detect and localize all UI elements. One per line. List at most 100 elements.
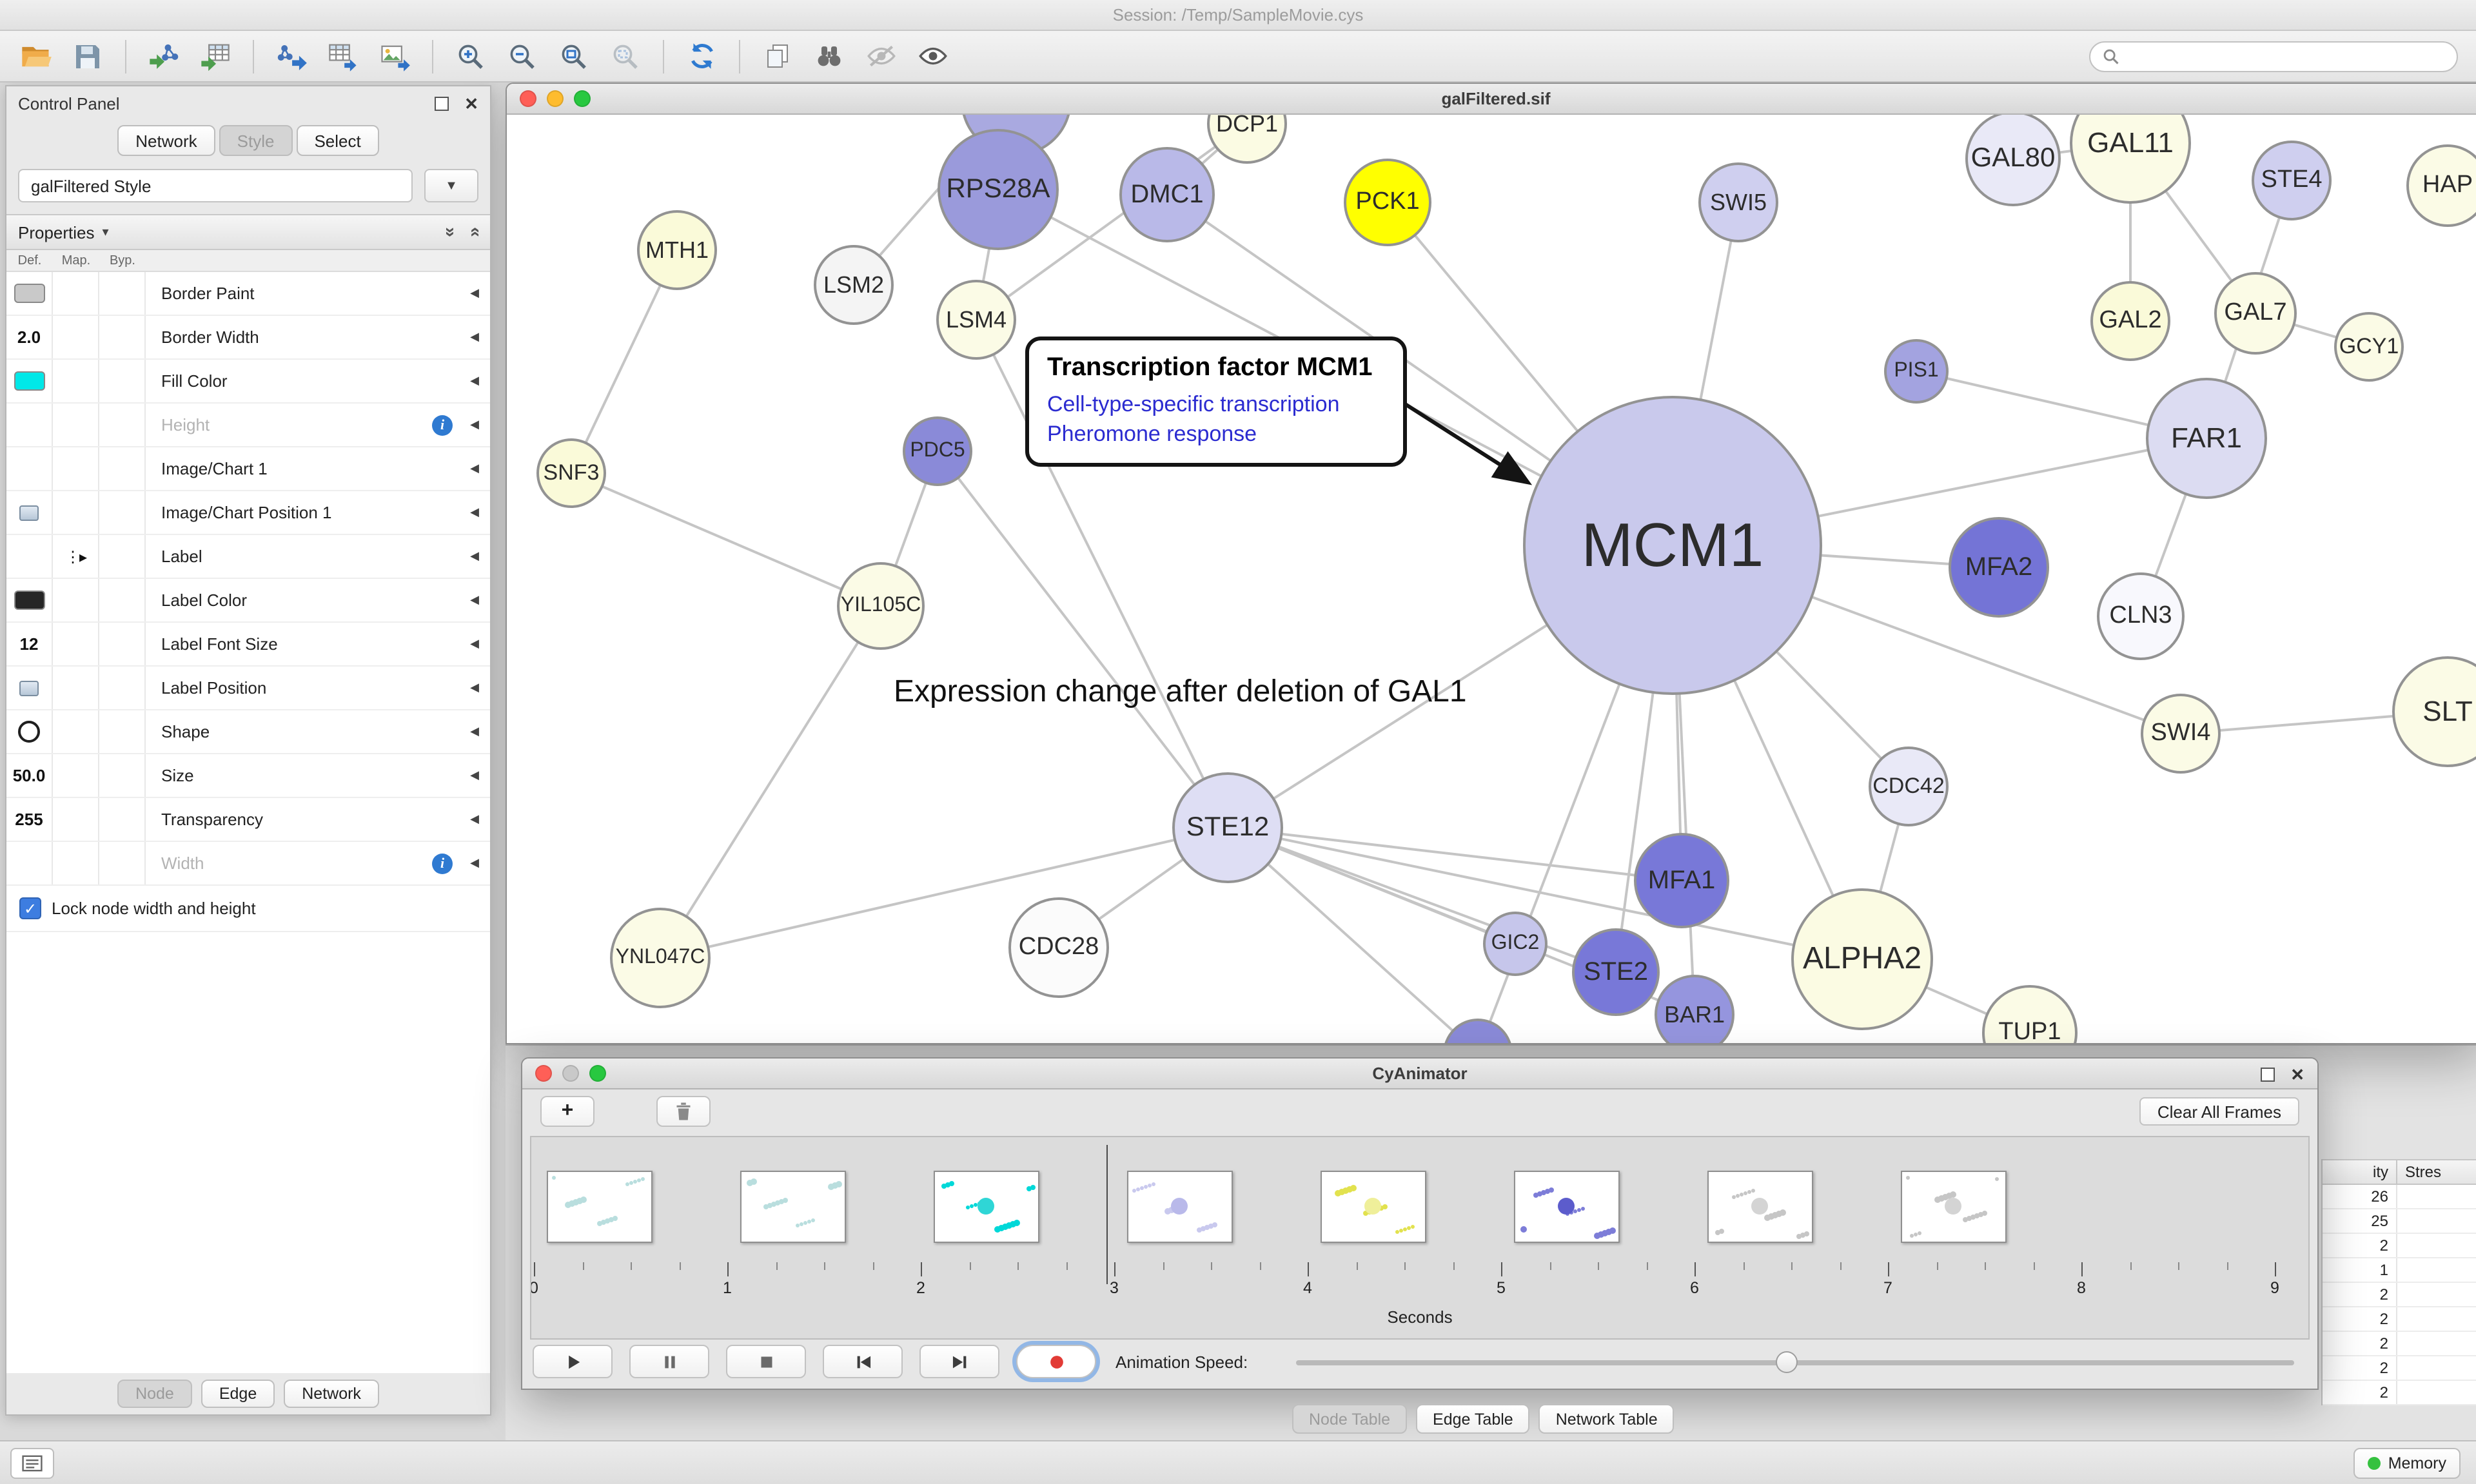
style-options-button[interactable]: ▼ <box>424 169 478 202</box>
property-map-cell[interactable] <box>53 579 99 621</box>
property-byp-cell[interactable] <box>99 623 146 665</box>
edge-ste12-ynl047c[interactable] <box>660 826 1228 959</box>
property-def-cell[interactable] <box>6 491 53 534</box>
hide-selected-button[interactable] <box>858 35 904 77</box>
property-def-cell[interactable] <box>6 272 53 315</box>
property-map-cell[interactable] <box>53 842 99 884</box>
frame-thumbnail-5[interactable] <box>1514 1171 1620 1243</box>
property-def-cell[interactable] <box>6 667 53 709</box>
zoom-selected-button[interactable] <box>602 35 649 77</box>
animation-speed-slider[interactable] <box>1296 1351 2294 1373</box>
property-byp-cell[interactable] <box>99 667 146 709</box>
node-swi4[interactable]: SWI4 <box>2141 694 2221 774</box>
node-pis1[interactable]: PIS1 <box>1884 339 1949 404</box>
search-input[interactable] <box>2128 48 2445 66</box>
clear-all-frames-button[interactable]: Clear All Frames <box>2139 1097 2299 1126</box>
panel-tab-network[interactable]: Network <box>284 1380 379 1408</box>
table-row[interactable]: 2 <box>2323 1307 2476 1332</box>
property-row-image-chart-position-1[interactable]: Image/Chart Position 1◀ <box>6 491 490 535</box>
expand-all-icon[interactable]: » <box>463 227 484 237</box>
zoom-window-icon[interactable] <box>589 1065 606 1082</box>
node-mcm1[interactable]: MCM1 <box>1523 396 1822 695</box>
property-def-cell[interactable]: 12 <box>6 623 53 665</box>
expand-row-icon[interactable]: ◀ <box>470 330 479 343</box>
tab-node-table[interactable]: Node Table <box>1292 1404 1408 1434</box>
table-row[interactable]: 2 <box>2323 1356 2476 1381</box>
play-button[interactable] <box>533 1345 613 1378</box>
property-map-cell[interactable] <box>53 447 99 490</box>
annotation-link-2[interactable]: Pheromone response <box>1047 422 1257 446</box>
edge-cut1-ste12[interactable] <box>1226 826 1478 1043</box>
search-field[interactable] <box>2089 41 2458 72</box>
frame-thumbnail-1[interactable] <box>740 1171 846 1243</box>
property-def-cell[interactable] <box>6 710 53 753</box>
table-row[interactable]: 1 <box>2323 1258 2476 1283</box>
show-panel-button[interactable] <box>10 1448 54 1479</box>
pause-button[interactable] <box>629 1345 709 1378</box>
minimize-window-icon[interactable] <box>562 1065 579 1082</box>
expand-row-icon[interactable]: ◀ <box>470 418 479 431</box>
tab-network-table[interactable]: Network Table <box>1538 1404 1675 1434</box>
node-pck1[interactable]: PCK1 <box>1344 159 1431 246</box>
minimize-window-icon[interactable] <box>547 90 564 107</box>
playhead[interactable] <box>1106 1145 1108 1284</box>
node-gcy1[interactable]: GCY1 <box>2334 312 2404 382</box>
tab-style[interactable]: Style <box>219 125 293 156</box>
property-map-cell[interactable] <box>53 491 99 534</box>
property-byp-cell[interactable] <box>99 535 146 578</box>
property-map-cell[interactable] <box>53 272 99 315</box>
style-selector[interactable]: galFiltered Style <box>18 169 413 202</box>
expand-row-icon[interactable]: ◀ <box>470 812 479 825</box>
property-def-cell[interactable] <box>6 579 53 621</box>
zoom-out-button[interactable] <box>499 35 545 77</box>
import-network-button[interactable] <box>141 35 187 77</box>
edge-pdc5-ste12[interactable] <box>936 450 1229 829</box>
node-mfa2[interactable]: MFA2 <box>1949 517 2049 618</box>
zoom-window-icon[interactable] <box>574 90 591 107</box>
property-def-cell[interactable] <box>6 842 53 884</box>
memory-button[interactable]: Memory <box>2353 1448 2461 1479</box>
property-row-shape[interactable]: Shape◀ <box>6 710 490 754</box>
expand-row-icon[interactable]: ◀ <box>470 768 479 781</box>
frame-thumbnail-3[interactable] <box>1127 1171 1233 1243</box>
property-def-cell[interactable]: 2.0 <box>6 316 53 358</box>
tab-edge-table[interactable]: Edge Table <box>1416 1404 1530 1434</box>
record-button[interactable] <box>1016 1345 1096 1378</box>
duplicate-network-button[interactable] <box>754 35 801 77</box>
add-frame-button[interactable]: + <box>540 1096 594 1127</box>
node-gal7[interactable]: GAL7 <box>2214 272 2297 355</box>
network-caption[interactable]: Expression change after deletion of GAL1 <box>894 674 1467 709</box>
column-header[interactable]: Stres <box>2405 1163 2442 1181</box>
property-row-border-paint[interactable]: Border Paint◀ <box>6 272 490 316</box>
frame-thumbnail-2[interactable] <box>934 1171 1039 1243</box>
node-lsm2[interactable]: LSM2 <box>814 245 894 325</box>
annotation-link-1[interactable]: Cell-type-specific transcription <box>1047 392 1340 416</box>
property-byp-cell[interactable] <box>99 491 146 534</box>
expand-row-icon[interactable]: ◀ <box>470 681 479 694</box>
panel-tab-edge[interactable]: Edge <box>201 1380 275 1408</box>
edge-snf3-yil105c[interactable] <box>571 472 881 607</box>
stop-button[interactable] <box>726 1345 806 1378</box>
first-neighbors-button[interactable] <box>806 35 852 77</box>
property-map-cell[interactable]: ⋮▸ <box>53 535 99 578</box>
edge-lsm4-ste12[interactable] <box>975 319 1229 828</box>
property-def-cell[interactable] <box>6 404 53 446</box>
node-ste2[interactable]: STE2 <box>1572 928 1660 1016</box>
property-byp-cell[interactable] <box>99 447 146 490</box>
tab-select[interactable]: Select <box>296 125 379 156</box>
node-cdc42[interactable]: CDC42 <box>1869 747 1949 826</box>
property-byp-cell[interactable] <box>99 798 146 841</box>
edge-dcp1-lsm4[interactable] <box>975 122 1248 321</box>
edge-ste12-ste2[interactable] <box>1227 826 1616 973</box>
node-hap[interactable]: HAP <box>2406 144 2476 227</box>
property-byp-cell[interactable] <box>99 710 146 753</box>
edge-ste12-alpha2[interactable] <box>1227 826 1863 961</box>
collapse-all-icon[interactable]: » <box>441 227 462 237</box>
property-map-cell[interactable] <box>53 798 99 841</box>
property-byp-cell[interactable] <box>99 842 146 884</box>
skip-to-end-button[interactable] <box>919 1345 999 1378</box>
column-header[interactable]: ity <box>2323 1160 2397 1184</box>
expand-row-icon[interactable]: ◀ <box>470 637 479 650</box>
property-map-cell[interactable] <box>53 623 99 665</box>
